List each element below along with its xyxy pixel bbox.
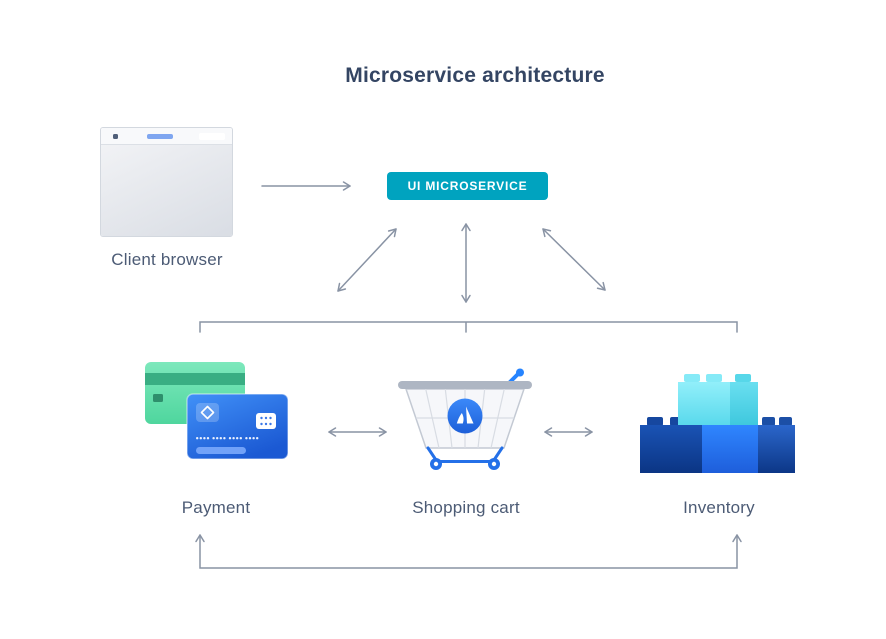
diagram-title: Microservice architecture: [345, 64, 605, 87]
arrow-ui-microservice-payment: [337, 228, 397, 292]
payment-label: Payment: [181, 498, 251, 517]
inventory-label: Inventory: [683, 498, 755, 517]
shopping-cart-label: Shopping cart: [412, 498, 520, 517]
inventory-icon: [640, 374, 795, 473]
card-signature-bar: [196, 447, 246, 454]
cart-handle: [508, 368, 524, 384]
shopping-cart-icon: [398, 368, 532, 470]
cart-frame: [426, 446, 504, 463]
payment-icon: [145, 362, 289, 460]
blue-credit-card: [186, 393, 289, 460]
cart-rim: [398, 381, 532, 389]
cart-logo-medallion: [447, 398, 483, 434]
card-chip-icon: [196, 403, 219, 422]
arrow-ui-microservice-inventory: [542, 228, 606, 291]
ui-microservice-badge: UI MICROSERVICE: [387, 172, 548, 200]
top-brick-row: [678, 374, 758, 425]
arrow-payment-inventory-loop: [195, 534, 742, 569]
client-browser-label: Client browser: [111, 250, 223, 269]
browser-content-area: [101, 145, 232, 236]
browser-toolbar: [101, 128, 232, 145]
browser-address-pill: [147, 134, 173, 139]
cart-wheels: [430, 458, 500, 470]
bottom-brick-row: [640, 417, 795, 473]
browser-menu-dot: [113, 134, 118, 139]
client-browser-icon: [100, 127, 233, 237]
browser-tab-pill: [199, 133, 225, 140]
card-number-dots: [196, 437, 259, 440]
card-contact-pad: [256, 413, 276, 429]
service-bracket-line: [199, 321, 738, 333]
